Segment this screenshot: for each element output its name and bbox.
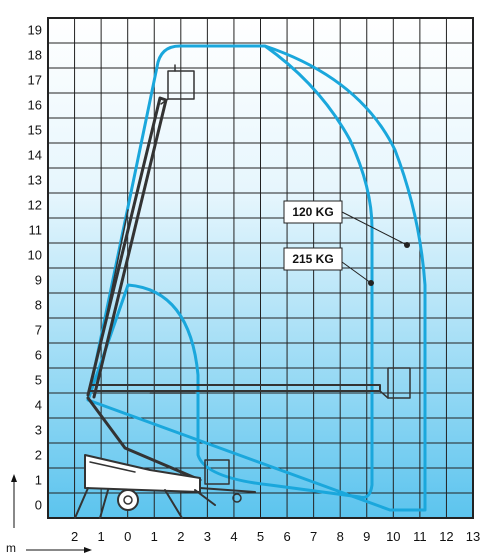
label-box-215kg [283,247,343,271]
outriggers [74,487,216,519]
main-boom [86,96,168,399]
y-tick-label: 6 [35,348,42,363]
x-tick-label: 9 [363,529,370,544]
y-tick-label: 16 [28,98,42,113]
machine-sketch [74,64,411,519]
x-tick-label: 12 [439,529,453,544]
load-callouts: 120 KG 215 KG [283,200,410,286]
x-tick-label: 2 [71,529,78,544]
y-tick-label: 11 [29,223,43,238]
x-tick-label: 10 [386,529,400,544]
low-basket [204,459,230,485]
label-box-120kg [283,200,343,224]
y-tick-label: 8 [35,298,42,313]
x-tick-label: 1 [98,529,105,544]
y-tick-label: 7 [35,323,42,338]
tow-bar [199,487,256,493]
y-tick-label: 4 [35,398,42,413]
side-basket [387,367,411,399]
y-tick-label: 15 [28,123,42,138]
x-tick-label: 4 [230,529,237,544]
horizontal-boom [89,384,381,392]
x-axis-unit: m [6,541,16,555]
envelope-215kg [86,44,374,499]
y-tick-label: 1 [35,473,42,488]
grid-lines [48,18,473,518]
label-215kg: 215 KG [292,252,333,266]
chassis [84,454,201,493]
y-tick-label: 17 [28,73,42,88]
y-tick-label: 0 [35,498,42,513]
y-tick-label: 18 [28,48,42,63]
y-tick-label: 10 [28,248,42,263]
x-tick-label: 7 [310,529,317,544]
x-tick-label: 5 [257,529,264,544]
x-tick-label: 2 [177,529,184,544]
x-tick-label: 0 [124,529,131,544]
wheel [117,489,139,511]
x-tick-label: 6 [283,529,290,544]
x-tick-label: 1 [151,529,158,544]
y-tick-label: 3 [35,423,42,438]
top-basket [167,70,195,100]
y-tick-label: 19 [28,23,42,38]
axis-arrows [11,474,92,553]
y-tick-label: 14 [28,148,42,163]
y-tick-label: 12 [28,198,42,213]
envelope-120kg [86,44,427,512]
x-tick-label: 11 [413,529,427,544]
y-tick-label: 13 [28,173,42,188]
y-tick-label: 2 [35,448,42,463]
y-tick-label: 5 [35,373,42,388]
x-tick-label: 13 [466,529,480,544]
lower-boom [86,396,202,482]
x-tick-label: 3 [204,529,211,544]
y-tick-label: 9 [35,273,42,288]
x-tick-label: 8 [337,529,344,544]
plot-frame [47,17,474,519]
label-120kg: 120 KG [292,205,333,219]
